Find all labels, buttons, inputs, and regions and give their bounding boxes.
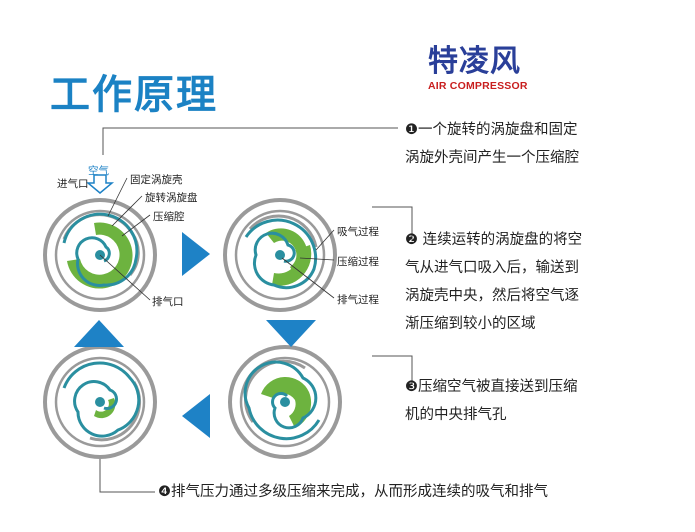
air-intake-arrow-icon	[85, 174, 115, 194]
step-1-line-1: ❶一个旋转的涡旋盘和固定	[405, 122, 578, 138]
leader-exhaust-port	[99, 254, 151, 301]
arrow-down-icon	[266, 320, 316, 347]
label-inlet: 进气口	[57, 178, 89, 190]
leader-fixed-scroll	[107, 177, 128, 217]
page-title: 工作原理	[50, 72, 218, 118]
step-2-text: ❷ 连续运转的涡旋盘的将空 气从进气口吸入后，输送到 涡旋壳中央，然后将空气逐 …	[405, 226, 582, 338]
brand-logo-text: 特凌风	[428, 44, 521, 79]
step-1-line-2: 涡旋外壳间产生一个压缩腔	[405, 150, 579, 166]
connector-line-step4	[99, 452, 155, 493]
arrow-left-icon	[182, 394, 210, 438]
step-3-text: ❸压缩空气被直接送到压缩 机的中央排气孔	[405, 373, 578, 429]
scroll-stage-2	[223, 198, 337, 312]
label-compression-chamber: 压缩腔	[153, 211, 185, 223]
step-3-line-2: 机的中央排气孔	[405, 407, 507, 423]
step-2-line-2: 气从进气口吸入后，输送到	[405, 260, 579, 276]
step-4-text: ❹排气压力通过多级压缩来完成，从而形成连续的吸气和排气	[158, 478, 548, 506]
label-air: 空气	[88, 165, 109, 177]
leader-exhaust-process	[281, 257, 335, 299]
scroll-stage-4	[43, 345, 157, 459]
label-exhaust-process: 排气过程	[337, 294, 379, 306]
leader-orbiting-scroll	[111, 195, 143, 227]
step-2-line-4: 渐压缩到较小的区域	[405, 316, 536, 332]
step-4-line-1: ❹排气压力通过多级压缩来完成，从而形成连续的吸气和排气	[158, 484, 548, 500]
label-intake-process: 吸气过程	[337, 226, 379, 238]
step-2-line-3: 涡旋壳中央，然后将空气逐	[405, 288, 579, 304]
leader-compression-chamber	[121, 214, 151, 237]
connector-line-step3	[372, 355, 413, 385]
label-orbiting-scroll: 旋转涡旋盘	[145, 192, 198, 204]
scroll-stage-3	[228, 345, 342, 459]
label-fixed-scroll: 固定涡旋壳	[130, 174, 183, 186]
connector-line-step2	[372, 206, 413, 240]
leader-compression-process	[299, 257, 335, 261]
label-exhaust-port: 排气口	[152, 296, 184, 308]
step-2-line-1: ❷ 连续运转的涡旋盘的将空	[405, 232, 583, 248]
step-1-text: ❶一个旋转的涡旋盘和固定 涡旋外壳间产生一个压缩腔	[405, 116, 579, 172]
leader-intake-process	[315, 229, 335, 251]
arrow-up-icon	[74, 320, 124, 347]
step-3-line-1: ❸压缩空气被直接送到压缩	[405, 379, 578, 395]
brand-subtitle: AIR COMPRESSOR	[428, 80, 528, 92]
arrow-right-icon	[182, 232, 210, 276]
connector-line-step1	[102, 127, 398, 155]
label-compression-process: 压缩过程	[337, 256, 379, 268]
